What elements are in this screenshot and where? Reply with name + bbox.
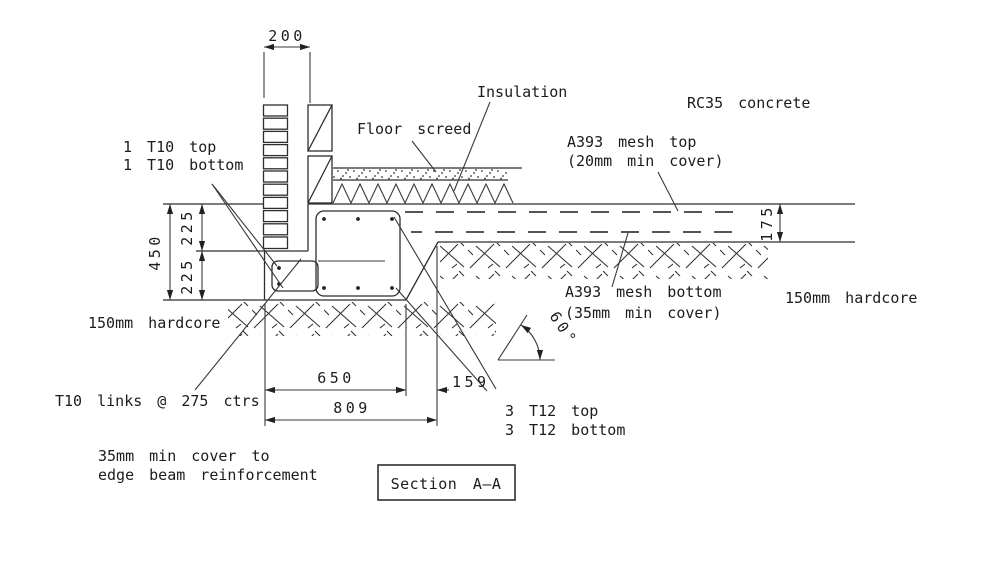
hardcore-hatch-under-beam [228,302,496,336]
label-mesh-bottom-line2: (35mm min cover) [565,304,722,322]
dim-beam-depth-upper: 225 [178,208,196,246]
dim-excavation-width: 809 [333,399,371,417]
dim-slope-run: 159 [452,373,490,391]
label-t10-links: T10 links @ 275 ctrs [55,392,260,410]
dim-wall-zone: 200 [268,27,306,45]
label-t12-top: 3 T12 top [505,402,598,420]
cavity-closure-lines [196,204,309,252]
dim-slab-thickness: 175 [758,204,776,242]
inner-leaf-blockwork [262,104,289,250]
label-t12-bottom: 3 T12 bottom [505,421,625,439]
leader-lines [194,101,679,392]
label-cover-line1: 35mm min cover to [98,447,270,465]
label-t10-bottom: 1 T10 bottom [123,156,243,174]
annotation-labels: Floor screed Insulation RC35 concrete A3… [55,83,917,484]
dim-beam-depth-lower: 225 [178,257,196,295]
dimension-650-809-159: 650 809 159 [264,246,490,426]
label-hardcore-right: 150mm hardcore [785,289,917,307]
label-mesh-top-line2: (20mm min cover) [567,152,724,170]
dimension-200: 200 [263,27,311,103]
dimension-450-225: 450 225 225 [146,204,206,300]
label-cover-line2: edge beam reinforcement [98,466,318,484]
label-t10-top: 1 T10 top [123,138,216,156]
label-floor-screed: Floor screed [357,120,471,138]
label-insulation: Insulation [477,83,567,101]
section-title: Section A–A [391,475,502,493]
toe-link-small [271,260,385,292]
label-mesh-top-line1: A393 mesh top [567,133,696,151]
dimension-175: 175 [758,204,784,242]
mesh-dashed-lines [405,211,745,233]
dim-beam-depth: 450 [146,233,164,271]
insulation-layer [332,182,514,205]
outer-leaf-blockwork [307,104,333,204]
floor-screed-layer [333,167,522,181]
label-hardcore-left: 150mm hardcore [88,314,220,332]
label-mesh-bottom-line1: A393 mesh bottom [565,283,722,301]
dim-beam-width: 650 [317,369,355,387]
edge-beam-link-large [315,210,401,297]
hardcore-hatch-under-slab [440,243,768,279]
label-rc35-concrete: RC35 concrete [687,94,810,112]
section-title-box: Section A–A [377,464,516,501]
slab-and-beam-outline [163,203,855,301]
